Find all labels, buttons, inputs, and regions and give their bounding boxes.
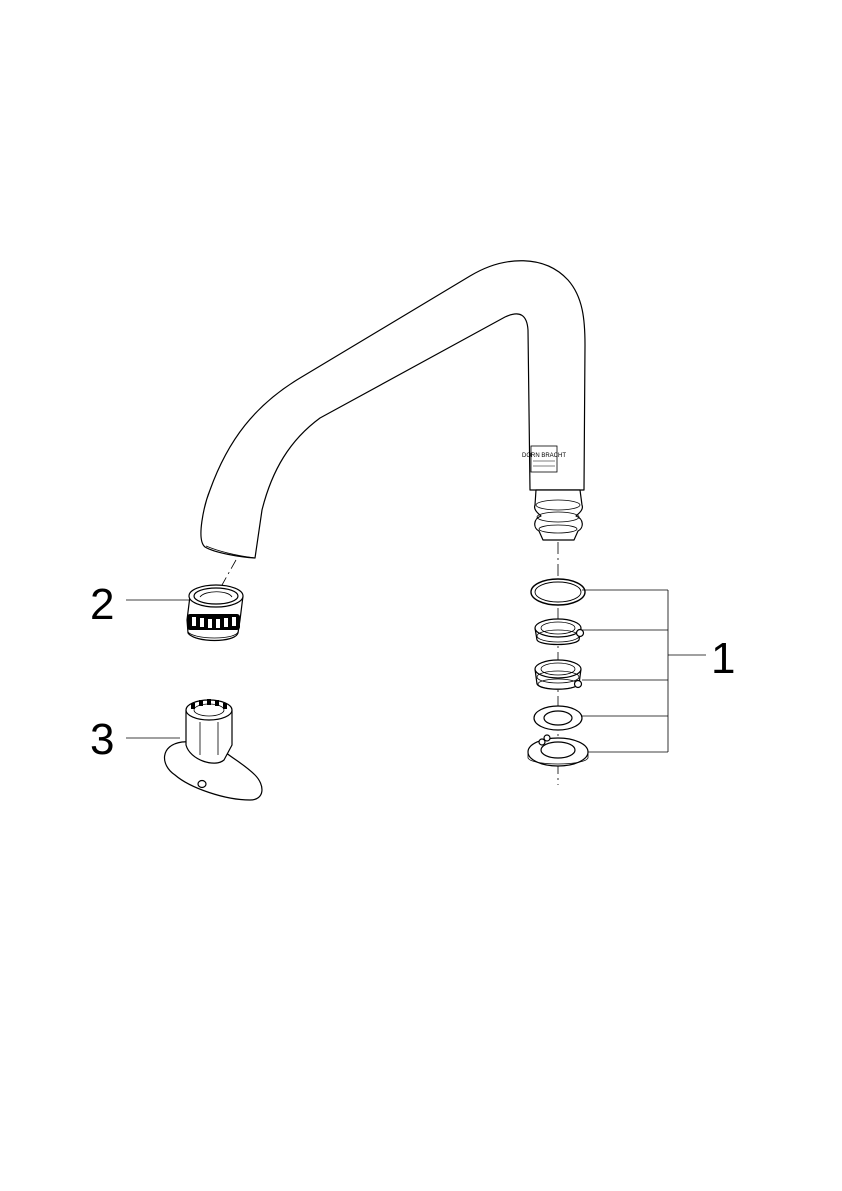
threaded-connector (534, 489, 583, 541)
clamp-ring-upper (534, 618, 585, 646)
part-2-aerator (186, 584, 244, 642)
part-3-wrench-key (164, 699, 263, 801)
callout-leaders (126, 589, 706, 753)
spout: DORN BRACHT (200, 260, 586, 559)
o-ring (530, 578, 586, 606)
callout-3: 3 (90, 715, 114, 764)
lock-washer (527, 734, 589, 767)
callout-1: 1 (711, 634, 735, 683)
clamp-ring-lower (534, 659, 583, 690)
brand-stamp: DORN BRACHT (522, 445, 566, 473)
flat-washer (533, 705, 583, 731)
callout-2: 2 (90, 580, 114, 629)
stamp-text: DORN BRACHT (522, 453, 566, 459)
part-1-seal-kit (527, 578, 589, 767)
axis-lines (221, 542, 559, 785)
